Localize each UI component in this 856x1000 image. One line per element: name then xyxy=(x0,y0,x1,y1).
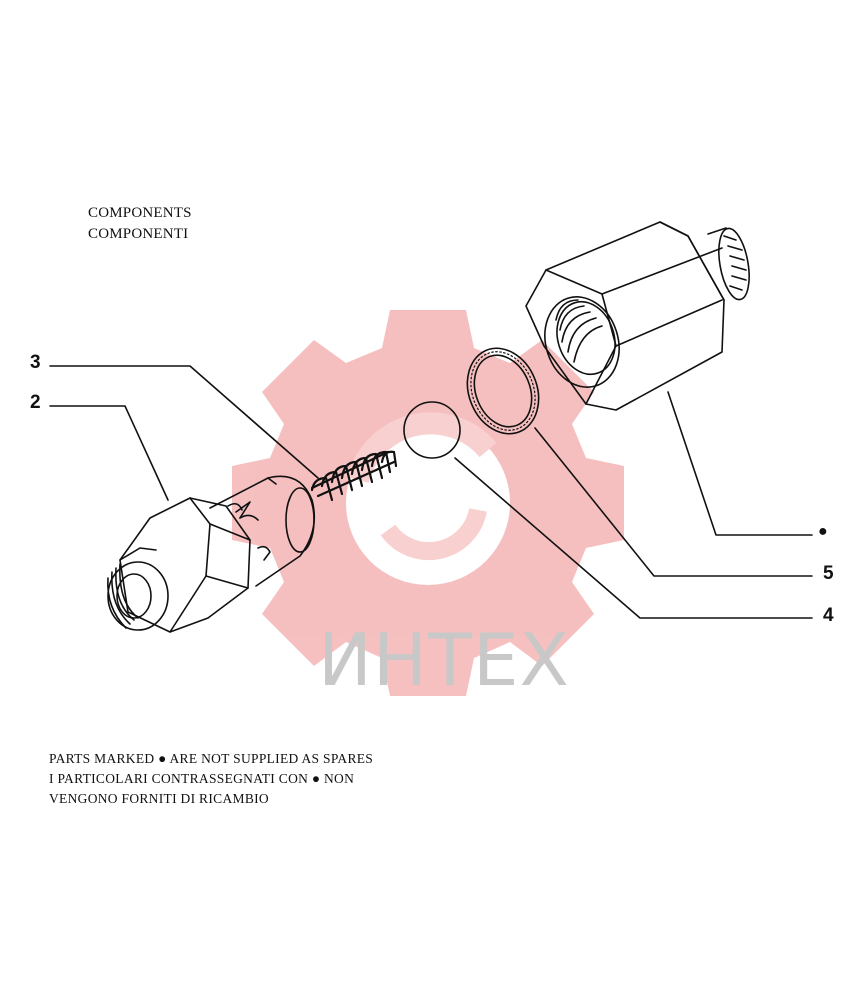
leader-line-2 xyxy=(49,405,169,501)
heading-english: COMPONENTS xyxy=(88,205,192,221)
watermark-text: ИНТЕХ xyxy=(318,618,570,702)
union-nut-part-unsupplied xyxy=(525,221,750,411)
spares-note: PARTS MARKED ● ARE NOT SUPPLIED AS SPARE… xyxy=(49,749,373,809)
leader-line-4 xyxy=(454,457,813,619)
spring-part-3 xyxy=(310,450,398,502)
heading-italian: COMPONENTI xyxy=(88,226,189,242)
callout-label-3: 3 xyxy=(30,352,41,373)
leader-line-3 xyxy=(49,365,319,479)
callout-label-5: 5 xyxy=(823,563,834,584)
leader-line-5 xyxy=(534,427,813,577)
callout-label-not-supplied: ● xyxy=(818,523,828,540)
leader-line-dot xyxy=(667,391,813,536)
sealing-washer-part-5 xyxy=(466,347,540,435)
components-heading: COMPONENTS COMPONENTI xyxy=(88,203,192,245)
callout-label-2: 2 xyxy=(30,392,41,413)
ball-part-4 xyxy=(403,401,461,459)
spares-note-line-3: VENGONO FORNITI DI RICAMBIO xyxy=(49,791,269,806)
valve-body-part-2 xyxy=(107,475,316,633)
callout-label-4: 4 xyxy=(823,605,834,626)
spares-note-line-2: I PARTICOLARI CONTRASSEGNATI CON ● NON xyxy=(49,771,355,786)
spares-note-line-1: PARTS MARKED ● ARE NOT SUPPLIED AS SPARE… xyxy=(49,751,374,766)
